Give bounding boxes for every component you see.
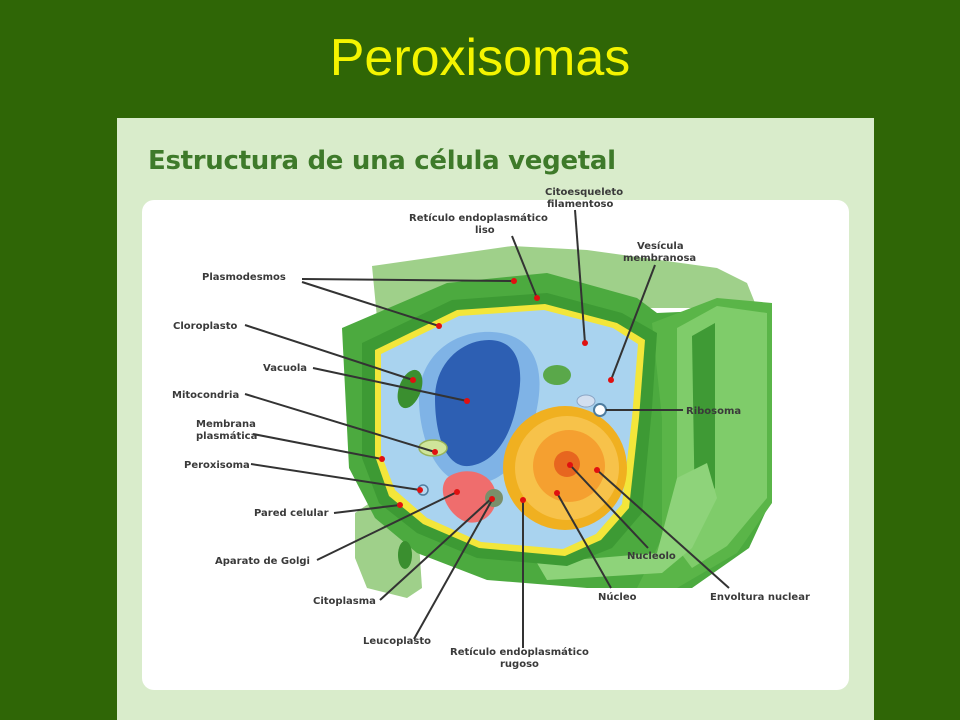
- slide-title: Peroxisomas: [329, 29, 631, 87]
- label-vesicula-2: membranosa: [623, 253, 696, 264]
- label-envoltura: Envoltura nuclear: [710, 592, 810, 603]
- label-nucleolo: Nucleolo: [627, 551, 676, 562]
- label-nucleo: Núcleo: [598, 591, 637, 603]
- vesicle: [576, 394, 596, 408]
- figure-heading: Estructura de una célula vegetal: [148, 146, 616, 176]
- label-peroxisoma: Peroxisoma: [184, 460, 250, 471]
- label-reticulo-rugoso-1: Retículo endoplasmático: [450, 646, 589, 658]
- label-reticulo-liso-1: Retículo endoplasmático: [409, 212, 548, 224]
- label-ribosoma: Ribosoma: [686, 406, 741, 417]
- label-reticulo-rugoso-2: rugoso: [500, 659, 539, 670]
- cell-wall-groove: [537, 463, 717, 580]
- target-dots: [379, 278, 614, 508]
- label-membrana-2: plasmática: [196, 430, 257, 442]
- label-citoesqueleto-1: Citoesqueleto: [545, 187, 623, 198]
- chloroplast-2: [398, 541, 412, 569]
- chloroplast-3: [543, 365, 571, 385]
- nucleolus: [554, 451, 580, 477]
- label-vesicula-1: Vesícula: [637, 240, 684, 252]
- golgi: [442, 471, 497, 523]
- plant-cell-diagram: Citoesqueleto filamentoso Retículo endop…: [172, 187, 810, 670]
- label-leucoplasto: Leucoplasto: [363, 636, 431, 647]
- label-cloroplasto: Cloroplasto: [173, 321, 238, 332]
- label-golgi: Aparato de Golgi: [215, 556, 310, 567]
- cell-figure: Estructura de una célula vegetal: [117, 118, 874, 720]
- label-citoplasma: Citoplasma: [313, 596, 376, 607]
- ribosome-ring: [593, 403, 607, 417]
- label-vacuola: Vacuola: [263, 363, 307, 374]
- label-plasmodesmos: Plasmodesmos: [202, 272, 286, 283]
- leader-lines: [244, 209, 730, 648]
- label-mitocondria: Mitocondria: [172, 390, 239, 401]
- label-pared-celular: Pared celular: [254, 508, 329, 519]
- label-membrana-1: Membrana: [196, 419, 256, 430]
- label-citoesqueleto-2: filamentoso: [547, 199, 614, 210]
- vacuole-core: [435, 340, 521, 467]
- label-reticulo-liso-2: liso: [475, 225, 495, 236]
